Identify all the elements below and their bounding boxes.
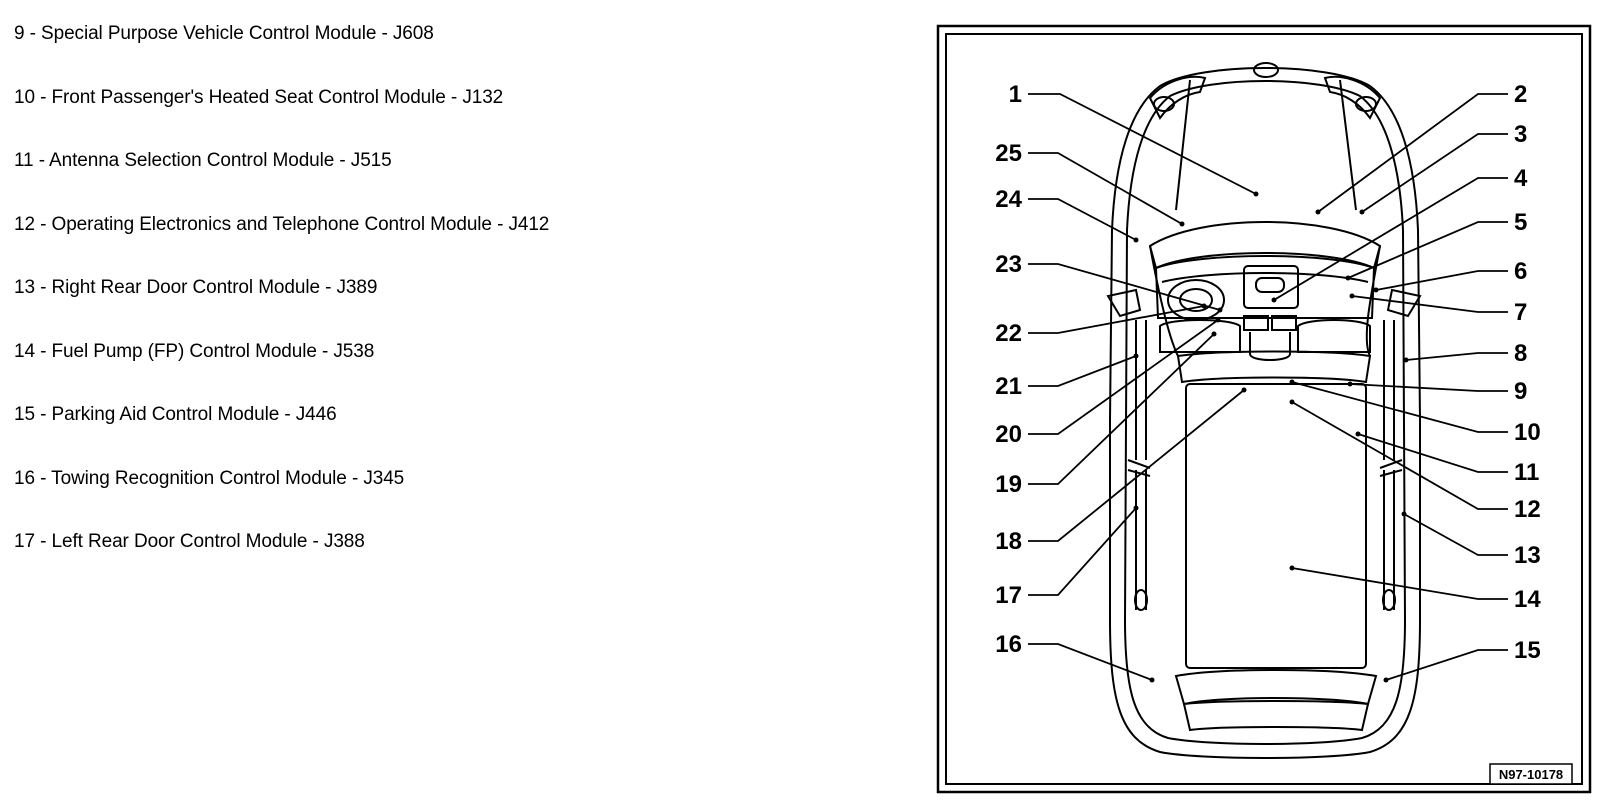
callout-label: 19 — [995, 471, 1022, 498]
reference-code: N97-10178 — [1499, 767, 1563, 782]
module-list-item: 15 - Parking Aid Control Module - J446 — [14, 404, 337, 425]
callout-label: 21 — [995, 373, 1022, 400]
callout-label: 6 — [1514, 258, 1527, 285]
callout-label: 20 — [995, 421, 1022, 448]
diagram-outer-frame — [936, 24, 1592, 794]
car-outline-top-view — [1106, 62, 1422, 759]
module-list-item: 12 - Operating Electronics and Telephone… — [14, 213, 550, 235]
callout-label: 2 — [1514, 81, 1527, 108]
diagram-inner-frame — [945, 33, 1583, 785]
callout-label: 14 — [1514, 586, 1541, 613]
module-list-item: 10 - Front Passenger's Heated Seat Contr… — [14, 86, 504, 108]
callout-label: 8 — [1514, 340, 1527, 367]
callout-label: 12 — [1514, 496, 1541, 523]
module-list-item: 11 - Antenna Selection Control Module - … — [14, 150, 392, 171]
callout-label: 1 — [1009, 81, 1022, 108]
callout-label: 16 — [995, 631, 1022, 658]
callout-dots — [1133, 191, 1409, 683]
callout-label: 17 — [995, 582, 1022, 609]
callout-label: 13 — [1514, 542, 1541, 569]
module-list-item: 16 - Towing Recognition Control Module -… — [14, 467, 405, 489]
reference-code-box — [1489, 763, 1573, 785]
callout-label: 22 — [995, 320, 1022, 347]
callout-label: 9 — [1514, 378, 1527, 405]
callout-label: 4 — [1514, 165, 1528, 192]
callout-label: 7 — [1514, 299, 1527, 326]
callout-label: 23 — [995, 251, 1022, 278]
module-list-item: 9 - Special Purpose Vehicle Control Modu… — [14, 23, 434, 44]
callout-label: 3 — [1514, 121, 1527, 148]
module-list: 9 - Special Purpose Vehicle Control Modu… — [14, 22, 549, 594]
module-list-item: 17 - Left Rear Door Control Module - J38… — [14, 531, 365, 552]
callout-label: 15 — [1514, 637, 1541, 664]
callout-label: 24 — [995, 186, 1022, 213]
module-list-item: 14 - Fuel Pump (FP) Control Module - J53… — [14, 340, 375, 362]
callout-label: 25 — [995, 140, 1022, 167]
module-list-item: 13 - Right Rear Door Control Module - J3… — [14, 277, 378, 298]
callout-label: 11 — [1514, 459, 1539, 486]
callout-label: 10 — [1514, 419, 1541, 446]
callout-label: 18 — [995, 528, 1022, 555]
callout-label: 5 — [1514, 209, 1527, 236]
leader-lines — [1028, 93, 1508, 681]
